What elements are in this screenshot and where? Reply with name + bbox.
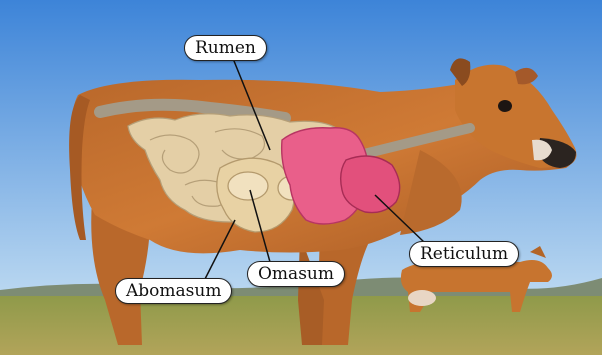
reticulum-label: Reticulum xyxy=(409,241,519,267)
cow-eye xyxy=(498,100,512,112)
abomasum-label: Abomasum xyxy=(115,278,232,304)
omasum-label: Omasum xyxy=(247,261,345,287)
rumen-label: Rumen xyxy=(184,35,267,61)
reticulum-organ xyxy=(341,156,400,213)
omasum-organ xyxy=(228,172,268,200)
